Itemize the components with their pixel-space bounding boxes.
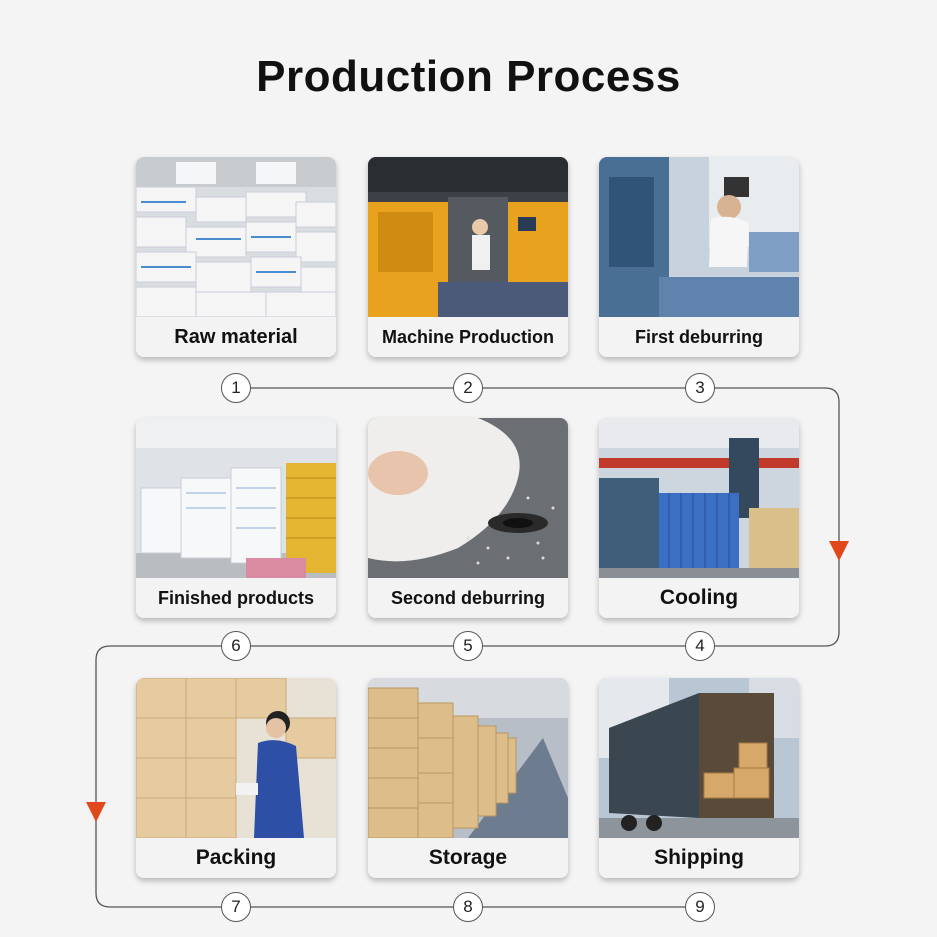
step-card-finished-products: Finished products: [136, 418, 336, 618]
finished-products-photo: [136, 418, 336, 578]
step-card-storage: Storage: [368, 678, 568, 878]
step-card-second-deburring: Second deburring: [368, 418, 568, 618]
step-number-2: 2: [453, 373, 483, 403]
step-card-raw-material: Raw material: [136, 157, 336, 357]
storage-photo: [368, 678, 568, 838]
step-number-5: 5: [453, 631, 483, 661]
step-label-shipping: Shipping: [599, 838, 799, 878]
step-label-cooling: Cooling: [599, 578, 799, 618]
first-deburring-photo: [599, 157, 799, 317]
flow-arrow-down-left: [86, 802, 106, 822]
step-number-7: 7: [221, 892, 251, 922]
shipping-photo: [599, 678, 799, 838]
flow-arrow-down-right: [829, 541, 849, 561]
step-label-raw-material: Raw material: [136, 317, 336, 357]
step-card-first-deburring: First deburring: [599, 157, 799, 357]
step-label-packing: Packing: [136, 838, 336, 878]
step-card-machine-production: Machine Production: [368, 157, 568, 357]
step-number-1: 1: [221, 373, 251, 403]
step-label-storage: Storage: [368, 838, 568, 878]
step-card-shipping: Shipping: [599, 678, 799, 878]
page-title: Production Process: [256, 52, 681, 101]
cooling-photo: [599, 418, 799, 578]
step-label-machine-production: Machine Production: [368, 317, 568, 357]
step-number-4: 4: [685, 631, 715, 661]
second-deburring-photo: [368, 418, 568, 578]
raw-material-photo: [136, 157, 336, 317]
step-number-9: 9: [685, 892, 715, 922]
machine-production-photo: [368, 157, 568, 317]
step-card-packing: Packing: [136, 678, 336, 878]
step-number-8: 8: [453, 892, 483, 922]
step-number-6: 6: [221, 631, 251, 661]
step-card-cooling: Cooling: [599, 418, 799, 618]
step-number-3: 3: [685, 373, 715, 403]
step-label-second-deburring: Second deburring: [368, 578, 568, 618]
step-label-first-deburring: First deburring: [599, 317, 799, 357]
step-label-finished-products: Finished products: [136, 578, 336, 618]
packing-photo: [136, 678, 336, 838]
